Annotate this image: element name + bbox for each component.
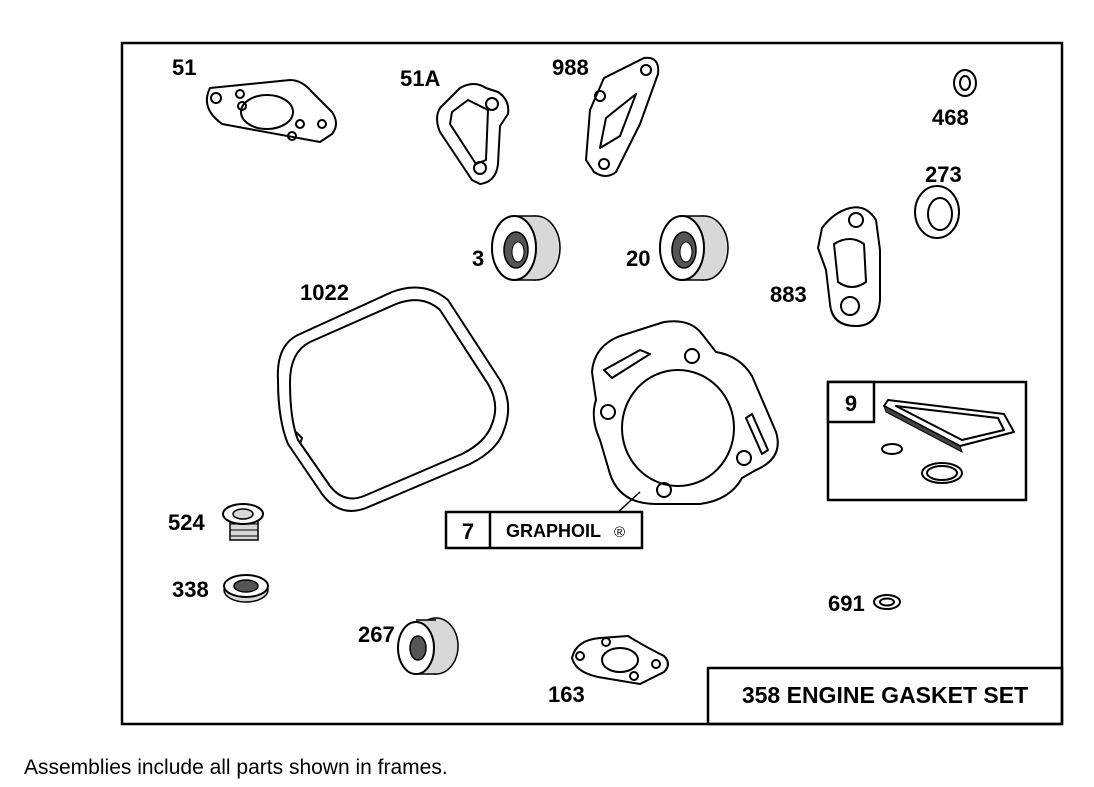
part-163-gasket: [571, 635, 669, 685]
part-3-oil-seal: [491, 215, 561, 281]
label-468: 468: [932, 105, 969, 130]
part-988-gasket: [585, 56, 660, 177]
callout-7: 7 GRAPHOIL ®: [444, 510, 644, 550]
part-524-plug: [222, 503, 264, 541]
callout-9-number: 9: [845, 391, 857, 416]
diagram-frame: [120, 41, 1064, 726]
callout-9: 9: [826, 380, 1028, 502]
part-51a-gasket: [436, 83, 510, 185]
label-51: 51: [172, 55, 196, 80]
label-273: 273: [925, 162, 962, 187]
label-524: 524: [168, 510, 205, 535]
part-20-oil-seal: [659, 215, 729, 281]
label-20: 20: [626, 246, 650, 271]
footer-note: Assemblies include all parts shown in fr…: [24, 756, 448, 779]
kit-title: 358 ENGINE GASKET SET: [742, 682, 1028, 708]
part-338-seal: [223, 574, 269, 603]
label-988: 988: [552, 55, 589, 80]
label-3: 3: [472, 246, 484, 271]
label-51a: 51A: [400, 66, 440, 91]
label-163: 163: [548, 682, 585, 707]
part-267-grommet: [397, 617, 459, 675]
part-51-gasket: [206, 79, 337, 143]
label-267: 267: [358, 622, 395, 647]
label-1022: 1022: [300, 280, 349, 305]
part-273-seal: [914, 185, 960, 239]
title-box: [706, 666, 1064, 726]
part-1022-rocker-cover-gasket: [276, 286, 510, 512]
label-338: 338: [172, 577, 209, 602]
part-468-ring: [953, 69, 977, 97]
label-883: 883: [770, 282, 807, 307]
callout-7-label: GRAPHOIL: [506, 521, 601, 541]
label-691: 691: [828, 591, 865, 616]
part-7-head-gasket: [591, 320, 779, 515]
registered-mark: ®: [614, 524, 625, 541]
part-691-washer: [873, 594, 901, 610]
callout-7-number: 7: [462, 519, 474, 544]
part-883-gasket: [817, 206, 881, 327]
